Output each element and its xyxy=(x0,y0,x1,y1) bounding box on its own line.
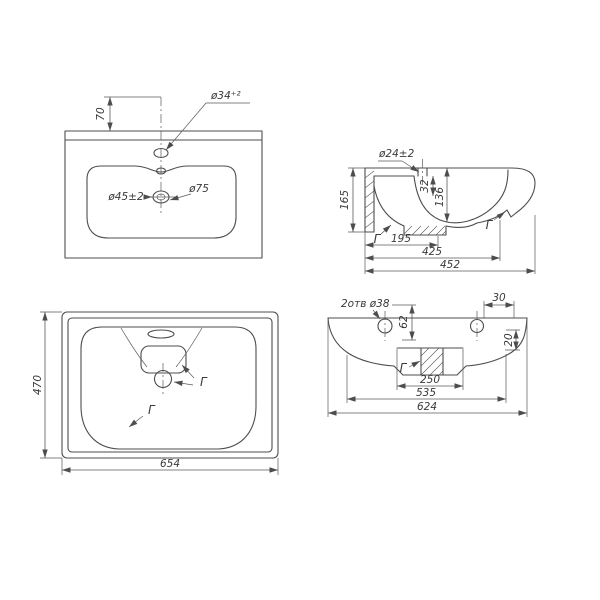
bowl-inner-profile xyxy=(413,169,509,224)
dim-hole-diameter: ø24±2 xyxy=(378,148,420,173)
dim-654-label: 654 xyxy=(160,458,180,470)
dim-452: 452 xyxy=(365,259,535,274)
basin-slope-lines xyxy=(120,327,203,368)
section-label-inner-leader-2 xyxy=(173,380,194,386)
dim-drain-outer-label: ø75 xyxy=(188,183,209,195)
dim-654: 654 xyxy=(61,458,279,475)
dim-holes-label: 2отв ø38 xyxy=(341,298,390,310)
section-label-left-text: Г xyxy=(374,232,382,246)
section-label-corner-leader xyxy=(128,415,144,428)
dim-62: 62 xyxy=(392,304,416,341)
bowl-outer-profile xyxy=(373,185,478,228)
section-label-corner: Г xyxy=(128,403,156,428)
dim-drain-inner: ø45±2 xyxy=(107,191,152,203)
dim-250: 250 xyxy=(396,349,464,390)
back-apron xyxy=(364,167,375,233)
dim-20: 20 xyxy=(503,329,520,351)
dim-70: 70 xyxy=(95,96,161,131)
dim-drain-inner-label: ø45±2 xyxy=(107,191,144,203)
drain-boss-hatch xyxy=(403,225,447,236)
basin-outline xyxy=(86,165,237,239)
dim-136-label: 136 xyxy=(434,187,446,207)
dim-624: 624 xyxy=(327,320,528,417)
overflow-slot xyxy=(147,329,175,339)
top-view: Г Г 470 654 xyxy=(32,311,279,475)
dim-195: 195 xyxy=(365,233,438,248)
basin-opening xyxy=(80,326,257,450)
section-label-text: Г xyxy=(400,361,408,375)
section-label-right-leader xyxy=(493,211,506,221)
front-rim-profile xyxy=(476,167,536,224)
dim-holes-leader xyxy=(372,309,381,320)
dim-hole-leader xyxy=(401,160,420,173)
section-label-leader xyxy=(408,360,421,368)
drain-boss xyxy=(420,347,444,376)
faucet-hole xyxy=(153,147,169,159)
section-left-outer xyxy=(327,317,404,376)
dim-165-label: 165 xyxy=(339,190,351,210)
dim-452-label: 452 xyxy=(440,259,460,271)
bottom-dim-extensions xyxy=(364,215,536,274)
dim-250-label: 250 xyxy=(420,374,440,386)
section-label-inner-leader-1 xyxy=(181,364,195,379)
section-label: Г xyxy=(400,360,421,375)
dim-hole-label: ø24±2 xyxy=(378,148,415,160)
dim-drain-outer-leader xyxy=(169,193,192,201)
dim-535-extensions xyxy=(346,354,507,403)
dim-425: 425 xyxy=(365,246,500,261)
section-right-outer xyxy=(456,317,528,376)
top-view-outer-rim xyxy=(61,311,279,459)
dim-drain-outer: ø75 xyxy=(169,183,209,201)
dim-32-label: 32 xyxy=(419,179,431,193)
dim-62-label: 62 xyxy=(398,315,410,329)
drain-boss-hatch xyxy=(420,347,444,376)
dim-holes: 2отв ø38 xyxy=(341,298,390,320)
dim-30-label: 30 xyxy=(492,292,506,304)
dim-136: 136 xyxy=(434,168,450,222)
drain-platform xyxy=(140,345,187,374)
dim-faucet-diameter: ø34⁺² xyxy=(165,90,250,151)
dim-470-label: 470 xyxy=(32,375,44,395)
sink-front-outline xyxy=(64,130,263,259)
dim-20-label: 20 xyxy=(503,333,515,347)
dim-425-label: 425 xyxy=(422,246,442,258)
section-label-inner-text: Г xyxy=(200,375,208,389)
section-label-left: Г xyxy=(374,224,392,246)
dim-535-label: 535 xyxy=(416,387,436,399)
section-label-right-text: Г xyxy=(486,218,494,232)
section-label-left-leader xyxy=(380,224,392,235)
dim-470: 470 xyxy=(32,311,62,459)
dim-30: 30 xyxy=(483,292,515,318)
dim-535: 535 xyxy=(346,354,507,403)
section-label-right: Г xyxy=(486,211,506,232)
dim-faucet-label: ø34⁺² xyxy=(210,90,241,102)
section-label-inner: Г xyxy=(173,364,208,389)
dim-624-label: 624 xyxy=(417,401,437,413)
front-view: 70 ø34⁺² ø45±2 ø75 xyxy=(64,90,263,259)
back-apron-hatch xyxy=(364,170,375,229)
top-view-inner-rim xyxy=(67,317,273,453)
dim-165: 165 xyxy=(339,167,365,233)
dim-250-extensions xyxy=(396,349,464,390)
dim-faucet-leader xyxy=(165,102,207,151)
dim-195-label: 195 xyxy=(391,233,411,245)
side-section: ø24±2 165 32 136 Г Г 195 42 xyxy=(339,148,536,274)
front-cross-section: 2отв ø38 30 62 20 Г 250 535 xyxy=(327,292,528,417)
dim-70-label: 70 xyxy=(95,107,107,121)
dim-624-extensions xyxy=(327,320,528,417)
section-label-corner-text: Г xyxy=(148,403,156,417)
dim-32: 32 xyxy=(419,176,436,196)
drain-boss xyxy=(403,225,447,236)
